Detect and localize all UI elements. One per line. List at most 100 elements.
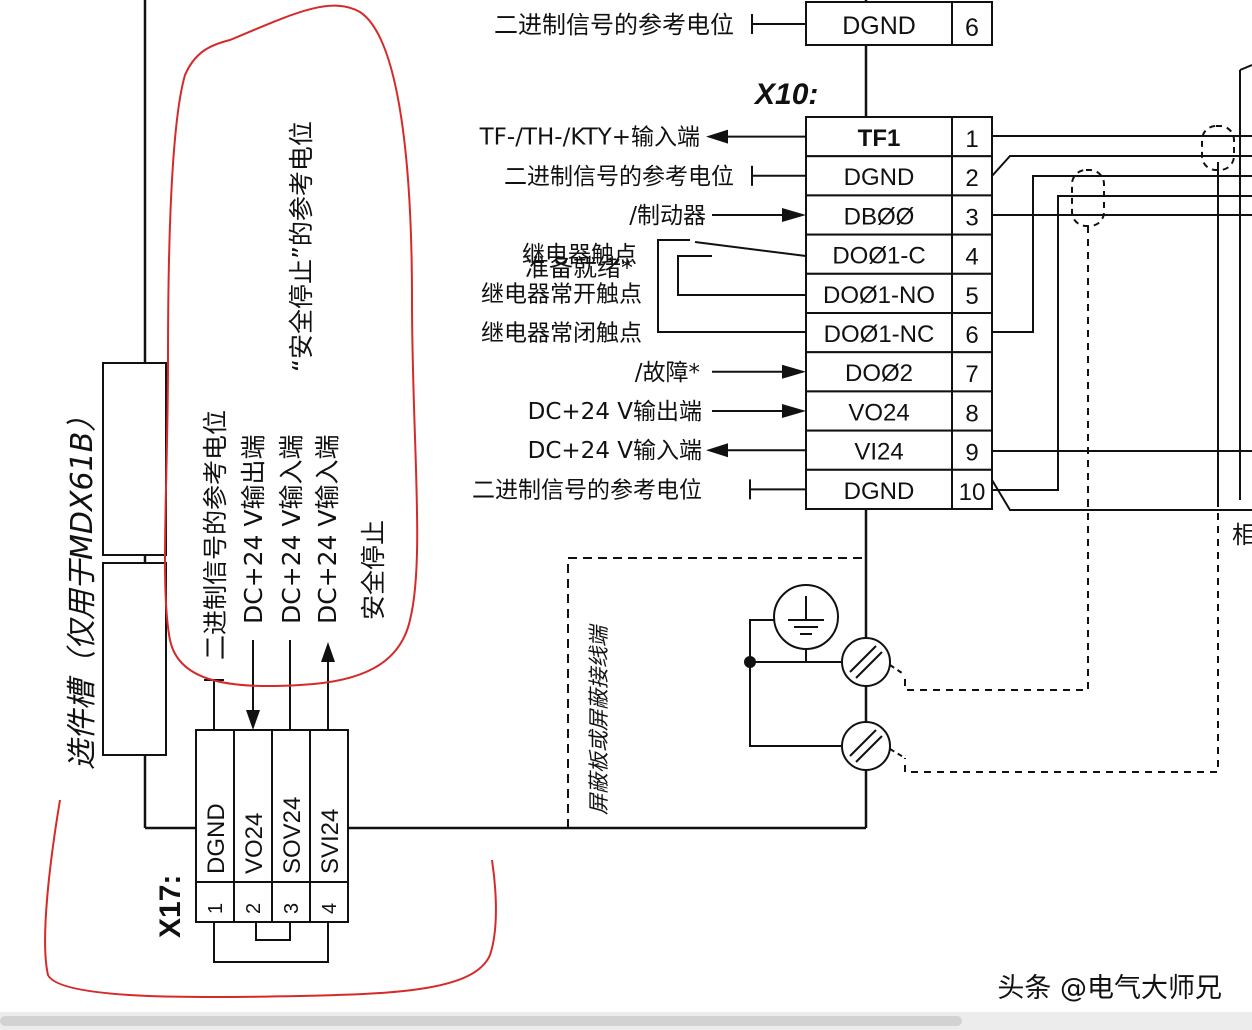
x17-svi24-arrow xyxy=(321,642,335,662)
x17-pin-num-cell xyxy=(233,881,273,923)
watermark: 头条 @电气大师兄 xyxy=(997,973,1222,1004)
annotation-loop-upper xyxy=(163,4,419,688)
x10-pin-cell xyxy=(805,233,953,275)
x10-pin-name: DOØ1-C xyxy=(832,243,925,270)
x17-title: X17: xyxy=(154,875,187,938)
right-edge-char: 相 xyxy=(1232,521,1252,549)
x10-pin-cell xyxy=(805,351,953,393)
x17-pin-desc: DC+24 V输入端 xyxy=(277,434,306,624)
x17-vo24-arrow xyxy=(246,710,260,730)
x10-arrow-out xyxy=(706,443,728,458)
x10-pin-number: 9 xyxy=(965,440,978,467)
x10-pin-desc: 继电器触点 xyxy=(522,242,637,268)
x10-pin-desc: 继电器常闭触点 xyxy=(481,321,642,347)
x17-pin-number: 2 xyxy=(243,903,265,914)
x10-pin-number: 2 xyxy=(965,165,978,192)
shield-clamp-lower xyxy=(841,721,891,771)
x10-pin-name: DOØ1-NC xyxy=(824,321,935,348)
x17-pin-name: SVI24 xyxy=(317,809,344,874)
shield-dashed-b xyxy=(1201,125,1235,171)
x17-pin-name: SOV24 xyxy=(279,797,306,874)
x10-pin-cell xyxy=(805,468,953,510)
x10-pin-number: 4 xyxy=(965,244,978,271)
x17-bridge-inner xyxy=(255,922,291,941)
x10-pin-desc: /故障* xyxy=(635,360,700,386)
x10-pin-name: DOØ1-NO xyxy=(823,282,935,309)
x10-pin-cell xyxy=(805,116,953,158)
ground-wire-clamp xyxy=(749,662,842,747)
x10-arrow-out xyxy=(706,129,728,144)
option-slot-label: 选件槽（仅用于MDX61B） xyxy=(65,402,100,770)
wire-pin6-right xyxy=(992,175,1252,333)
x10-pin-name: VI24 xyxy=(854,439,903,466)
x10-pin-number: 1 xyxy=(965,126,978,153)
x17-bridge-outer xyxy=(213,922,329,963)
x10-pin-name: TF1 xyxy=(858,125,901,152)
ground-junction xyxy=(744,656,756,668)
x10-pin-name: DGND xyxy=(844,164,915,191)
relay-contact-line xyxy=(694,241,807,257)
x10-title: X10: xyxy=(753,78,818,111)
x10-pin-num-cell xyxy=(951,233,993,275)
top-pin-num: 6 xyxy=(965,14,979,42)
relay-no-wire xyxy=(677,255,806,296)
x17-pin-num-cell xyxy=(271,881,311,923)
x10-arrow-in xyxy=(782,364,806,379)
shield-dashed-a-bottom xyxy=(904,500,1089,691)
x17-safe-stop: 安全停止 xyxy=(359,520,388,620)
x10-pin-num-cell xyxy=(951,272,993,314)
x10-pin-number: 3 xyxy=(965,204,978,231)
relay-nc-wire xyxy=(657,239,806,333)
x17-pin-name: VO24 xyxy=(241,813,268,874)
x10-pin-number: 5 xyxy=(965,283,978,310)
clamp-dash-lower xyxy=(889,748,906,759)
x10-arrow-in xyxy=(782,208,806,222)
x10-pin-desc: 二进制信号的参考电位 xyxy=(472,477,702,503)
wire-pin10-diag xyxy=(991,479,1252,511)
x10-pin-num-cell xyxy=(951,155,993,197)
x10-pin-num-cell xyxy=(951,429,993,471)
shield-dashed-a xyxy=(1071,169,1105,227)
ready-label: 准备就绪* xyxy=(525,254,633,282)
shield-plate-region xyxy=(567,557,866,828)
x10-pin-num-cell xyxy=(951,390,993,432)
x10-pin-desc: /制动器 xyxy=(629,203,706,229)
x10-arrow-in xyxy=(782,404,806,418)
x17-pin-name: DGND xyxy=(203,803,230,874)
top-pin-name: DGND xyxy=(842,12,916,40)
x17-pin-number: 3 xyxy=(281,903,303,914)
x17-pin-number: 1 xyxy=(205,903,227,914)
wire-pin2-right xyxy=(991,155,1252,177)
x10-pin-num-cell xyxy=(951,468,993,510)
x10-pin-desc: DC+24 V输入端 xyxy=(528,438,702,464)
option-slot-block-lower xyxy=(102,562,167,756)
x17-pin-desc: 二进制信号的参考电位 xyxy=(201,410,230,660)
x17-pin-cell xyxy=(309,729,349,883)
x17-safe-stop-note: “安全停止”的参考电位 xyxy=(287,121,316,372)
far-right-top xyxy=(1239,64,1252,71)
top-ref-label: 二进制信号的参考电位 xyxy=(494,11,734,39)
shield-dashed-b-line xyxy=(904,500,1219,773)
top-pin-num-box xyxy=(951,1,993,46)
x10-pin-desc: 继电器常开触点 xyxy=(481,281,642,307)
x10-pin-number: 10 xyxy=(959,479,986,506)
option-slot-block-upper xyxy=(102,362,167,556)
x10-pin-cell xyxy=(805,272,953,314)
bottom-scroll-thumb[interactable] xyxy=(0,1016,962,1026)
x17-pin-desc: DC+24 V输出端 xyxy=(239,434,268,624)
x17-pin-num-cell xyxy=(309,881,349,923)
x10-pin-desc: 二进制信号的参考电位 xyxy=(504,164,734,190)
x10-pin-name: DGND xyxy=(844,478,915,505)
x10-pin-desc: DC+24 V输出端 xyxy=(528,399,702,425)
annotation-loop-lower xyxy=(44,799,497,999)
x10-pin-desc: TF-/TH-/KTY+输入端 xyxy=(479,125,700,151)
x10-pin-number: 8 xyxy=(965,400,978,427)
x10-pin-name: VO24 xyxy=(848,399,909,426)
x10-pin-cell xyxy=(805,194,953,236)
x17-pin-desc: DC+24 V输入端 xyxy=(313,434,342,624)
shield-label: 屏蔽板或屏蔽接线端 xyxy=(587,623,611,815)
